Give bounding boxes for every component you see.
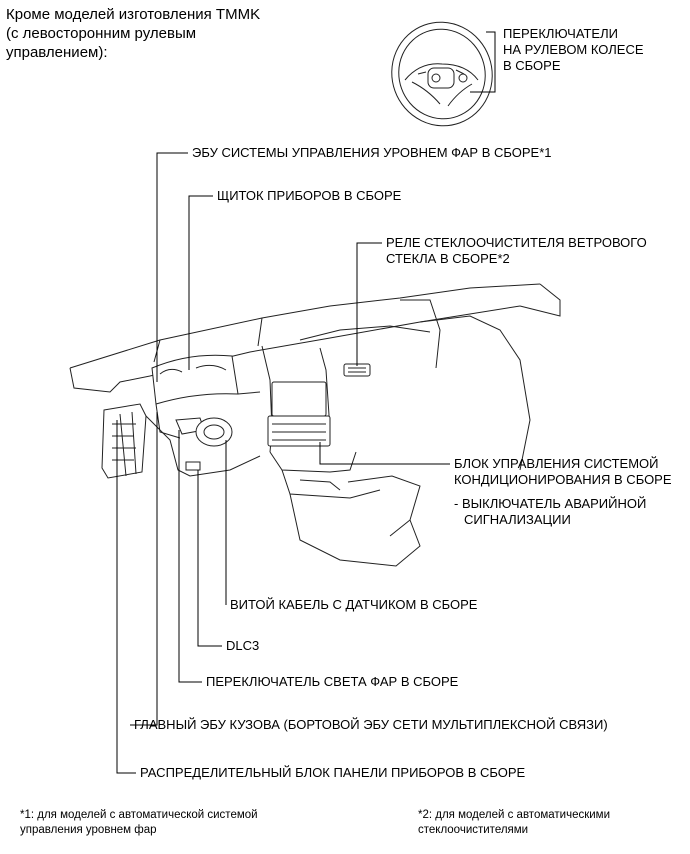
- ac-control-label: БЛОК УПРАВЛЕНИЯ СИСТЕМОЙ КОНДИЦИОНИРОВАН…: [454, 456, 672, 528]
- headlamp-leveling-ecu-label: ЭБУ СИСТЕМЫ УПРАВЛЕНИЯ УРОВНЕМ ФАР В СБО…: [192, 145, 552, 160]
- footnote-1: *1: для моделей с автоматической системо…: [20, 808, 258, 838]
- header-text: Кроме моделей изготовления TMMK (с левос…: [6, 5, 306, 62]
- wiper-relay-label-line-1: РЕЛЕ СТЕКЛООЧИСТИТЕЛЯ ВЕТРОВОГО: [386, 235, 647, 250]
- header-line-1: Кроме моделей изготовления TMMK: [6, 6, 261, 23]
- footnote-1-line-1: *1: для моделей с автоматической системо…: [20, 809, 258, 821]
- wiper-relay-label: РЕЛЕ СТЕКЛООЧИСТИТЕЛЯ ВЕТРОВОГО СТЕКЛА В…: [386, 235, 647, 267]
- steering-wheel-drawing: [391, 21, 493, 127]
- header-line-2: (с левосторонним рулевым: [6, 25, 197, 42]
- main-body-ecu-label: ГЛАВНЫЙ ЭБУ КУЗОВА (БОРТОВОЙ ЭБУ СЕТИ МУ…: [134, 717, 608, 732]
- ac-control-label-line-2: КОНДИЦИОНИРОВАНИЯ В СБОРЕ: [454, 472, 672, 487]
- header-line-3: управлением):: [6, 44, 108, 61]
- steering-switch-label-line-1: ПЕРЕКЛЮЧАТЕЛИ: [503, 26, 618, 41]
- dlc3-label: DLC3: [226, 638, 260, 653]
- wiper-relay-label-line-2: СТЕКЛА В СБОРЕ*2: [386, 251, 510, 266]
- steering-switch-label: ПЕРЕКЛЮЧАТЕЛИ НА РУЛЕВОМ КОЛЕСЕ В СБОРЕ: [503, 26, 644, 74]
- spiral-cable-label: ВИТОЙ КАБЕЛЬ С ДАТЧИКОМ В СБОРЕ: [230, 597, 478, 612]
- steering-switch-label-line-3: В СБОРЕ: [503, 58, 561, 73]
- ac-control-label-line-1: БЛОК УПРАВЛЕНИЯ СИСТЕМОЙ: [454, 456, 659, 471]
- headlight-switch-label: ПЕРЕКЛЮЧАТЕЛЬ СВЕТА ФАР В СБОРЕ: [206, 674, 459, 689]
- footnote-2-line-1: *2: для моделей с автоматическими: [418, 809, 610, 821]
- hazard-switch-label-line-1: - ВЫКЛЮЧАТЕЛЬ АВАРИЙНОЙ: [454, 496, 647, 511]
- footnote-1-line-2: управления уровнем фар: [20, 824, 157, 836]
- steering-switch-label-line-2: НА РУЛЕВОМ КОЛЕСЕ: [503, 42, 644, 57]
- leader-lines: [116, 31, 496, 774]
- dashboard-drawing: [69, 283, 561, 567]
- combination-meter-label: ЩИТОК ПРИБОРОВ В СБОРЕ: [217, 188, 402, 203]
- footnote-2-line-2: стеклоочистителями: [418, 824, 529, 836]
- junction-block-label: РАСПРЕДЕЛИТЕЛЬНЫЙ БЛОК ПАНЕЛИ ПРИБОРОВ В…: [140, 765, 526, 780]
- footnote-2: *2: для моделей с автоматическими стекло…: [418, 808, 610, 838]
- hazard-switch-label-line-2: СИГНАЛИЗАЦИИ: [464, 512, 571, 527]
